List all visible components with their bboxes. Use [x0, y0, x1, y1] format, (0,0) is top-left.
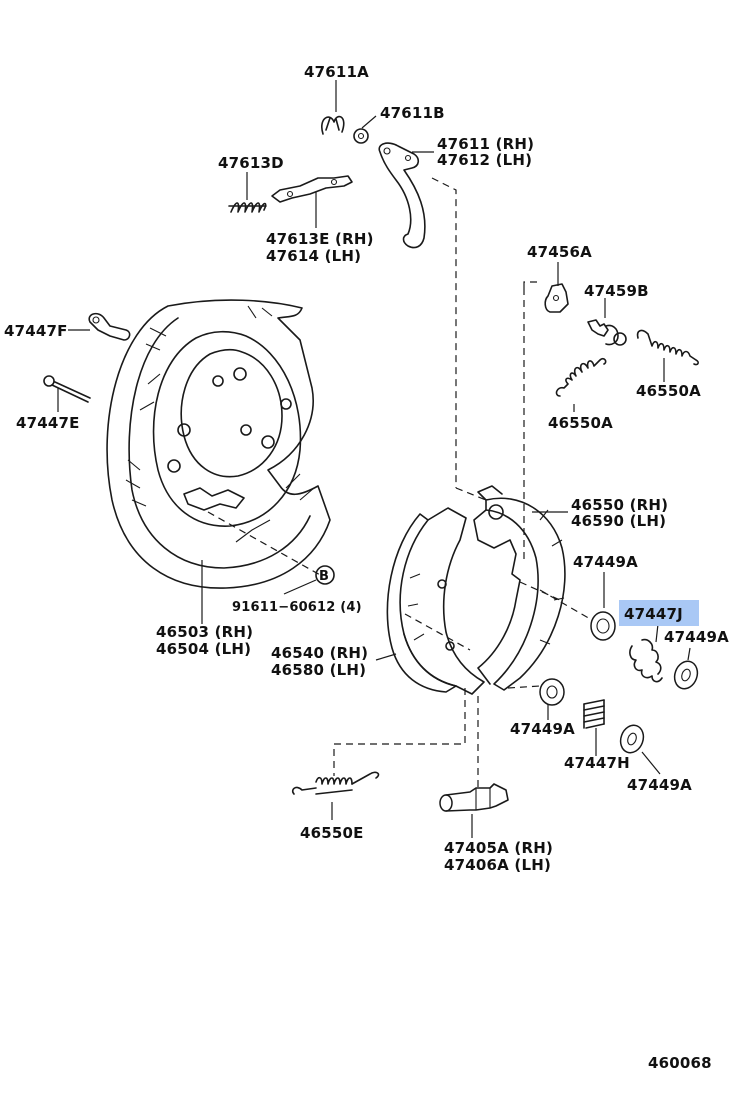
- spring-46550a-right-part: [636, 329, 699, 366]
- diagram-id-label: 460068: [648, 1054, 712, 1072]
- label-47611a[interactable]: 47611A: [304, 63, 369, 81]
- part-labels: 47611A 47611B 47611 (RH) 47612 (LH) 4761…: [4, 63, 729, 1072]
- clip-47611a-part: [321, 115, 345, 135]
- strut-47613e-part: [271, 175, 353, 203]
- label-47456a[interactable]: 47456A: [527, 243, 592, 261]
- washer-47611b-part: [353, 128, 369, 144]
- cup-47449a-lower-part: [539, 678, 565, 706]
- label-46503[interactable]: 46503 (RH): [156, 623, 253, 641]
- label-47405a[interactable]: 47405A (RH): [444, 839, 553, 857]
- label-47459b[interactable]: 47459B: [584, 282, 649, 300]
- spring-47613d-part: [228, 202, 267, 213]
- label-46580[interactable]: 46580 (LH): [271, 661, 366, 679]
- label-46550a-lower[interactable]: 46550A: [548, 414, 613, 432]
- label-46590[interactable]: 46590 (LH): [571, 512, 666, 530]
- leader-lines: [57, 80, 691, 838]
- washer-47449a-right-part: [673, 660, 699, 690]
- wheel-cylinder-47405a-part: [439, 783, 509, 812]
- highlight-47447j: [619, 600, 699, 626]
- label-47611b[interactable]: 47611B: [380, 104, 445, 122]
- label-47612[interactable]: 47612 (LH): [437, 151, 532, 169]
- label-91611[interactable]: 91611−60612 (4): [232, 600, 362, 615]
- bracket-47456a-part: [544, 283, 569, 313]
- label-47614[interactable]: 47614 (LH): [266, 247, 361, 265]
- label-47447h[interactable]: 47447H: [564, 754, 630, 772]
- spring-46550e-part: [291, 771, 380, 795]
- label-47449a-right[interactable]: 47449A: [664, 628, 729, 646]
- label-46540[interactable]: 46540 (RH): [271, 644, 368, 662]
- label-47447f[interactable]: 47447F: [4, 322, 68, 340]
- washer-47449a-lower-part: [619, 724, 645, 754]
- label-46504[interactable]: 46504 (LH): [156, 640, 251, 658]
- label-46550[interactable]: 46550 (RH): [571, 496, 668, 514]
- brake-shoe-46550-part: [473, 485, 566, 691]
- label-47613d[interactable]: 47613D: [218, 154, 284, 172]
- backing-plate-46503-part: [106, 299, 331, 589]
- label-47611[interactable]: 47611 (RH): [437, 135, 534, 153]
- brake-shoe-46540-part: [386, 507, 485, 695]
- spring-47447h-part: [583, 699, 605, 729]
- label-47613e[interactable]: 47613E (RH): [266, 230, 374, 248]
- spring-47447j-part: [629, 638, 663, 683]
- adjuster-47459b-part: [587, 319, 627, 346]
- retainer-47447f-part: [88, 312, 131, 341]
- label-46550e[interactable]: 46550E: [300, 824, 364, 842]
- label-46550a-right[interactable]: 46550A: [636, 382, 701, 400]
- label-47449a-lower[interactable]: 47449A: [510, 720, 575, 738]
- label-47449a-upper[interactable]: 47449A: [573, 553, 638, 571]
- label-47447e[interactable]: 47447E: [16, 414, 80, 432]
- label-47447j[interactable]: 47447J: [624, 605, 683, 623]
- bolt-marker-b-label: B: [319, 569, 329, 584]
- label-47449a-bottom[interactable]: 47449A: [627, 776, 692, 794]
- pin-47447e-part: [43, 375, 91, 403]
- spring-46550a-lower-part: [555, 357, 607, 397]
- bolt-marker-b: B: [315, 565, 335, 585]
- assembly-dashed-lines: [207, 177, 593, 790]
- label-47406a[interactable]: 47406A (LH): [444, 856, 551, 874]
- cup-47449a-upper-part: [590, 611, 616, 641]
- parking-lever-47611-part: [378, 142, 426, 249]
